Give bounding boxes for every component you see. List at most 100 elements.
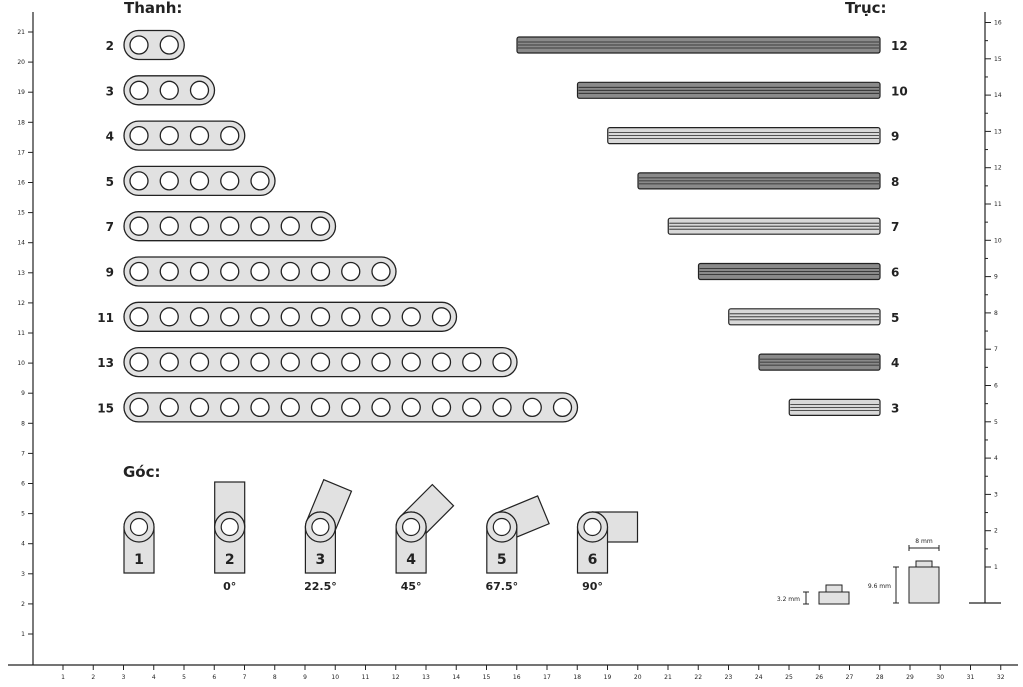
right-ruler-label: 12	[994, 165, 1002, 172]
bottom-ruler-label: 28	[876, 674, 884, 681]
connector-number: 6	[588, 552, 598, 568]
left-ruler-label: 9	[21, 390, 25, 397]
beam-hole	[129, 35, 149, 55]
beam-label: 4	[106, 130, 114, 144]
right-ruler-label: 13	[994, 128, 1002, 135]
beam-hole	[159, 397, 179, 418]
beam-hole	[250, 397, 270, 418]
beam-hole	[189, 307, 210, 327]
bottom-ruler-label: 5	[182, 674, 186, 681]
axle-label: 7	[891, 220, 899, 234]
beam-hole	[159, 125, 179, 146]
axle-label: 9	[891, 130, 899, 144]
axle-label: 8	[891, 175, 899, 189]
connector-angle-label: 22.5°	[304, 580, 337, 593]
small-height-label: 3.2 mm	[777, 596, 800, 603]
bottom-ruler-label: 2	[91, 674, 95, 681]
connector-angle-label: 45°	[401, 580, 422, 593]
connector-number: 5	[497, 552, 507, 568]
left-ruler-label: 20	[17, 59, 25, 66]
right-ruler-label: 8	[994, 310, 998, 317]
beam-hole	[310, 307, 331, 327]
left-ruler-label: 6	[21, 481, 25, 488]
bottom-ruler-label: 9	[303, 674, 307, 681]
axle-label: 12	[891, 39, 908, 53]
bottom-ruler-label: 13	[422, 674, 430, 681]
beam-hole	[341, 307, 361, 327]
bottom-ruler-label: 16	[513, 674, 521, 681]
right-ruler-label: 4	[994, 455, 998, 462]
axle: 3	[788, 398, 899, 416]
beam: 13	[97, 346, 518, 378]
bottom-ruler-label: 32	[997, 674, 1005, 681]
connector-angle-label: 67.5°	[485, 580, 518, 593]
bottom-ruler-label: 6	[212, 674, 216, 681]
beam-label: 7	[106, 220, 114, 234]
angle-connector: 1	[123, 511, 155, 574]
connector-hole	[402, 517, 421, 537]
bottom-ruler-label: 30	[936, 674, 944, 681]
connector-number: 1	[134, 552, 144, 568]
connector-hole	[311, 517, 330, 537]
beam-hole	[220, 171, 240, 191]
beam-hole	[250, 261, 270, 282]
beam-hole	[341, 261, 361, 282]
beam-hole	[371, 397, 391, 418]
beam-hole	[280, 261, 300, 282]
left-ruler-label: 14	[17, 240, 25, 247]
beam-hole	[310, 397, 331, 418]
left-ruler-label: 2	[21, 601, 25, 608]
beam-hole	[189, 261, 210, 282]
bottom-ruler-label: 31	[967, 674, 975, 681]
axle: 7	[667, 217, 899, 235]
beam: 15	[97, 392, 579, 423]
beam-hole	[220, 397, 240, 418]
beam-hole	[220, 352, 240, 372]
axle-label: 3	[891, 401, 899, 415]
beam-hole	[492, 352, 512, 372]
beam-hole	[522, 397, 542, 418]
bottom-ruler-label: 17	[543, 674, 551, 681]
beam-hole	[371, 261, 391, 282]
angle-connector: 5 67.5°	[485, 495, 550, 593]
axle-label: 10	[891, 84, 908, 98]
beam-hole	[129, 307, 149, 327]
beam-hole	[189, 171, 210, 191]
beam-hole	[159, 352, 179, 372]
large-height-label: 9.6 mm	[868, 583, 891, 590]
right-ruler-label: 7	[994, 346, 998, 353]
beam-hole	[129, 216, 149, 236]
bottom-ruler-label: 22	[694, 674, 702, 681]
beam-body	[123, 120, 246, 151]
axle: 8	[637, 172, 899, 190]
beam-hole	[310, 216, 331, 236]
connector-angle-label: 0°	[223, 580, 236, 593]
beam-hole	[129, 352, 149, 372]
beam: 7	[106, 211, 337, 242]
right-ruler-label: 14	[994, 92, 1002, 99]
connector-number: 4	[406, 552, 416, 568]
beam-hole	[250, 352, 270, 372]
beam-hole	[189, 216, 210, 236]
right-ruler-label: 1	[994, 564, 998, 571]
beam: 2	[106, 29, 185, 61]
beam: 5	[106, 165, 276, 197]
left-ruler-label: 19	[17, 89, 25, 96]
beam-label: 5	[106, 175, 114, 189]
beam-hole	[159, 261, 179, 282]
beam-hole	[431, 397, 452, 418]
connector-hole	[220, 517, 239, 537]
beams-heading: Thanh:	[124, 0, 182, 17]
axle-label: 4	[891, 356, 899, 370]
beam-label: 9	[106, 266, 114, 280]
bottom-ruler-label: 25	[785, 674, 793, 681]
beam-hole	[310, 352, 331, 372]
connector-number: 2	[225, 552, 235, 568]
